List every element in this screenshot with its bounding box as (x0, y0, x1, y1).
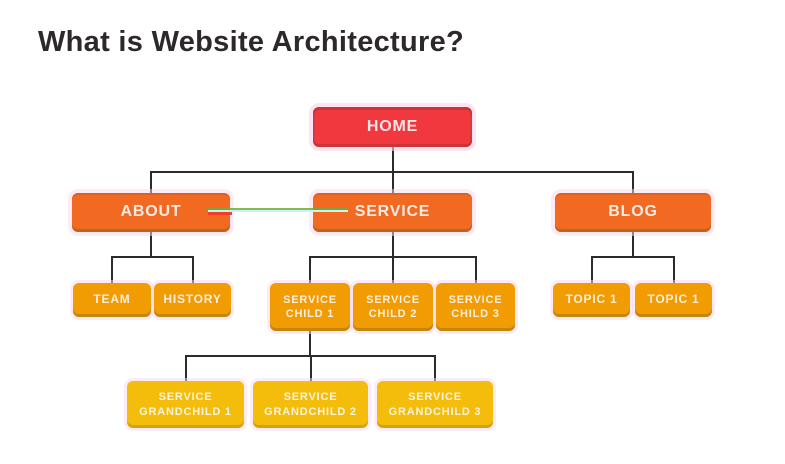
node-label-line: GRANDCHILD 2 (264, 405, 357, 418)
node-blog: BLOG (555, 193, 711, 232)
node-service: SERVICE (313, 193, 472, 232)
node-label-line: SERVICE (354, 203, 431, 221)
node-service-child-2: SERVICE CHILD 2 (353, 283, 433, 331)
connector-segment (309, 331, 311, 357)
connector-segment (150, 171, 152, 194)
connector-segment (184, 355, 187, 382)
connector-segment (111, 256, 113, 284)
node-label-line: SERVICE (283, 391, 338, 404)
connector-segment (590, 256, 593, 284)
glitch-line-cyan (208, 210, 348, 212)
node-label-line: BLOG (608, 203, 658, 221)
connector-segment (632, 171, 634, 194)
node-topic-1a: TOPIC 1 (553, 283, 630, 317)
connector-segment (309, 355, 312, 382)
node-label-line: SERVICE (158, 391, 213, 404)
node-about: ABOUT (72, 193, 230, 232)
node-label-line: TOPIC 1 (647, 292, 700, 307)
node-service-child-1: SERVICE CHILD 1 (270, 283, 350, 331)
page-title: What is Website Architecture? (38, 26, 465, 58)
node-label-line: TOPIC 1 (565, 292, 618, 307)
node-label-line: HOME (366, 117, 419, 135)
connector-segment (590, 256, 675, 258)
connector-segment (309, 256, 311, 284)
node-label-line: SERVICE (448, 293, 503, 306)
node-label-line: HISTORY (163, 292, 222, 307)
node-history: HISTORY (154, 283, 231, 317)
node-team: TEAM (73, 283, 151, 317)
connector-segment (391, 232, 394, 258)
connector-segment (191, 256, 194, 284)
connector-segment (434, 355, 436, 382)
connector-segment (391, 147, 394, 173)
connector-segment (474, 256, 477, 284)
node-service-child-3: SERVICE CHILD 3 (436, 283, 515, 331)
node-topic-1b: TOPIC 1 (635, 283, 712, 317)
node-label-line: GRANDCHILD 1 (139, 405, 232, 418)
node-label-line: CHILD 1 (285, 308, 335, 320)
connector-segment (672, 256, 675, 284)
node-home: HOME (313, 107, 472, 147)
glitch-line-green (206, 208, 348, 210)
node-label-line: SERVICE (408, 391, 462, 404)
connector-segment (150, 232, 152, 258)
node-label-line: CHILD 2 (368, 308, 418, 320)
node-label-line: SERVICE (283, 293, 337, 306)
connector-segment (111, 256, 194, 258)
node-label-line: CHILD 3 (451, 308, 500, 320)
connector-segment (392, 256, 394, 284)
connector-segment (632, 232, 634, 258)
node-label-line: GRANDCHILD 3 (388, 405, 482, 418)
node-label-line: TEAM (93, 292, 131, 307)
glitch-line-red (208, 212, 232, 215)
node-label-line: ABOUT (120, 203, 182, 221)
connector-segment (391, 171, 394, 194)
node-label-line: SERVICE (366, 293, 420, 306)
